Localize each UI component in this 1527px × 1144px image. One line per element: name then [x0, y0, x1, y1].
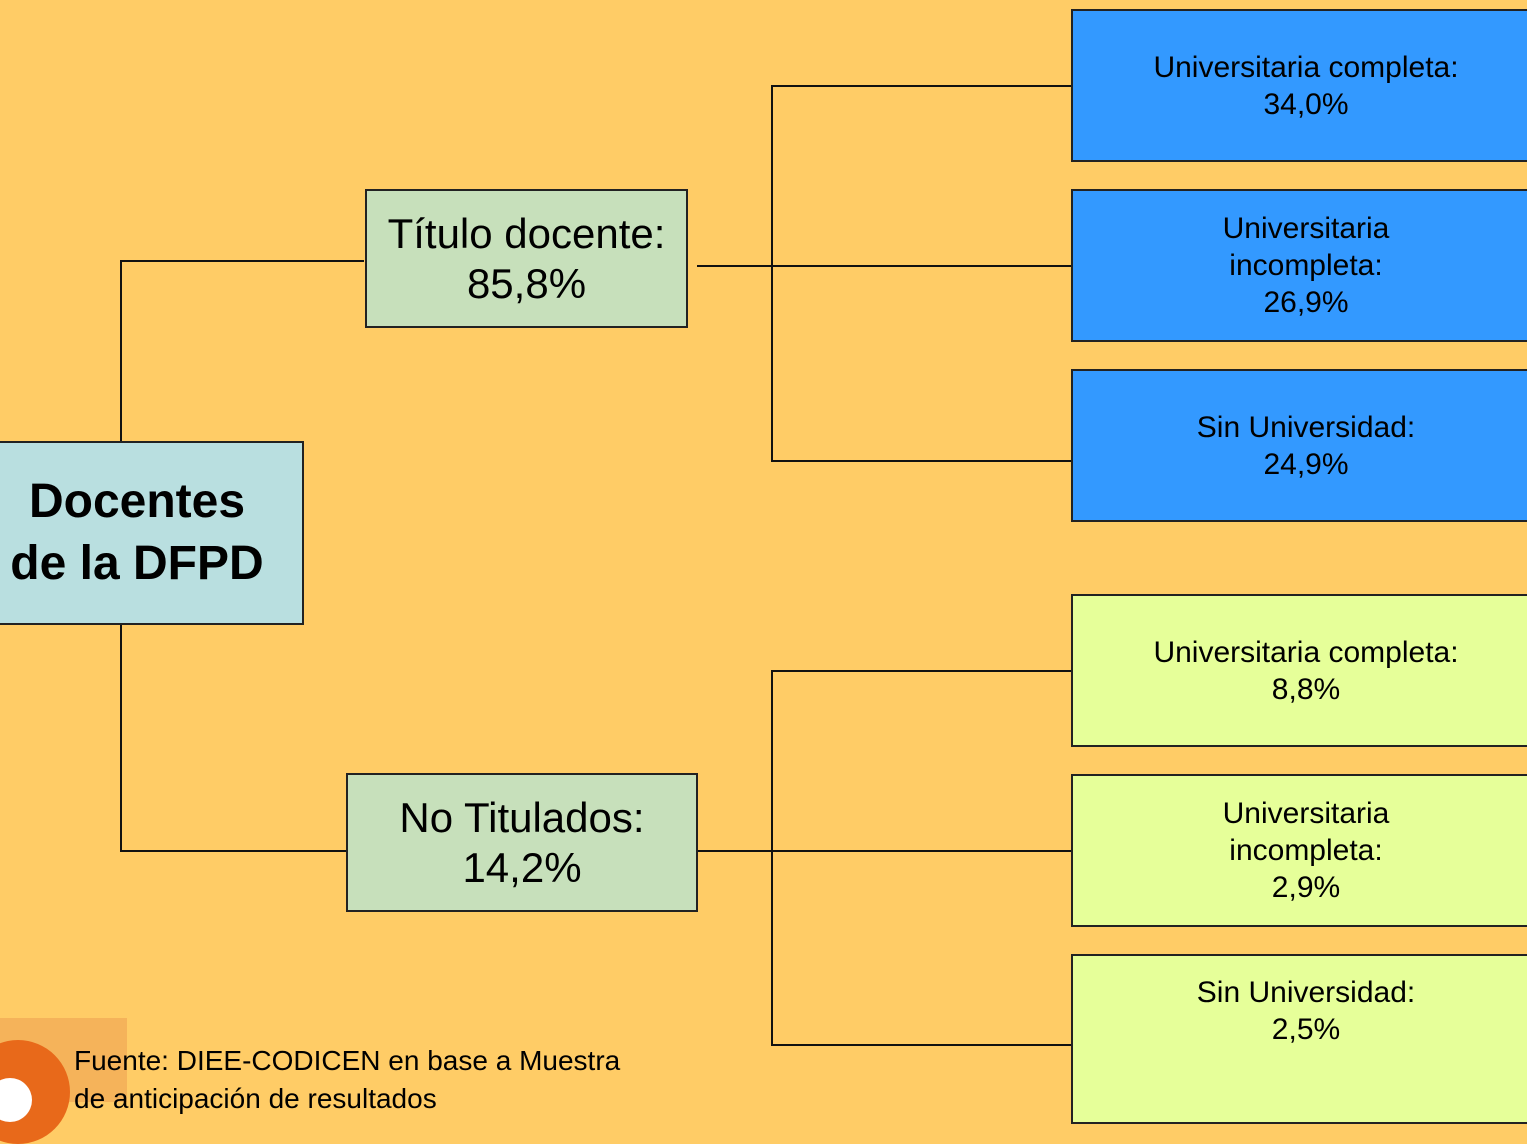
leaf-value: 26,9% — [1263, 286, 1349, 319]
root-node-line-1: Docentes — [28, 475, 246, 528]
untitled-node: No Titulados: 14,2% — [346, 773, 698, 912]
leaf-line: Universitaria — [1222, 797, 1390, 830]
untitled-bracket-branch-3 — [771, 1044, 1073, 1046]
root-to-untitled-connector — [120, 850, 348, 852]
untitled-leaf-no-university: Sin Universidad: 2,5% — [1071, 954, 1527, 1124]
leaf-line: Universitaria completa: — [1153, 50, 1459, 84]
leaf-value: 2,5% — [1271, 1013, 1341, 1046]
leaf-value: 8,8% — [1271, 672, 1341, 706]
root-to-titled-connector — [120, 260, 364, 262]
titled-node-value: 85,8% — [466, 259, 587, 307]
leaf-line: Universitaria completa: — [1153, 635, 1459, 669]
root-node: Docentes de la DFPD — [0, 441, 304, 625]
titled-bracket-branch-3 — [771, 460, 1073, 462]
logo-icon — [0, 1040, 70, 1144]
leaf-line: incompleta: — [1229, 249, 1383, 282]
leaf-line: Sin Universidad: — [1196, 976, 1416, 1009]
untitled-node-value: 14,2% — [462, 843, 582, 891]
leaf-value: 24,9% — [1263, 447, 1349, 481]
untitled-leaf-university-incomplete: Universitaria incompleta: 2,9% — [1071, 774, 1527, 927]
untitled-node-label: No Titulados: — [399, 793, 645, 841]
leaf-line: Universitaria — [1222, 212, 1390, 245]
root-node-line-2: de la DFPD — [10, 537, 264, 590]
titled-node-label: Título docente: — [387, 209, 666, 257]
leaf-value: 2,9% — [1271, 871, 1341, 904]
titled-leaf-university-incomplete: Universitaria incompleta: 26,9% — [1071, 189, 1527, 342]
source-note: Fuente: DIEE-CODICEN en base a Muestra d… — [74, 1042, 714, 1118]
leaf-value: 34,0% — [1263, 87, 1349, 121]
titled-bracket-branch-1 — [771, 85, 1073, 87]
source-line-2: de anticipación de resultados — [74, 1083, 437, 1114]
source-line-1: Fuente: DIEE-CODICEN en base a Muestra — [74, 1045, 621, 1076]
titled-leaf-university-complete: Universitaria completa: 34,0% — [1071, 9, 1527, 162]
untitled-bracket-branch-1 — [771, 670, 1073, 672]
titled-leaf-no-university: Sin Universidad: 24,9% — [1071, 369, 1527, 522]
untitled-bracket-vertical — [771, 670, 773, 1046]
untitled-to-bracket-connector — [697, 850, 1073, 852]
titled-bracket-vertical — [771, 85, 773, 462]
untitled-leaf-university-complete: Universitaria completa: 8,8% — [1071, 594, 1527, 747]
titled-node: Título docente: 85,8% — [365, 189, 688, 328]
leaf-line: incompleta: — [1229, 834, 1383, 867]
leaf-line: Sin Universidad: — [1196, 410, 1416, 444]
titled-to-bracket-connector — [697, 265, 1073, 267]
